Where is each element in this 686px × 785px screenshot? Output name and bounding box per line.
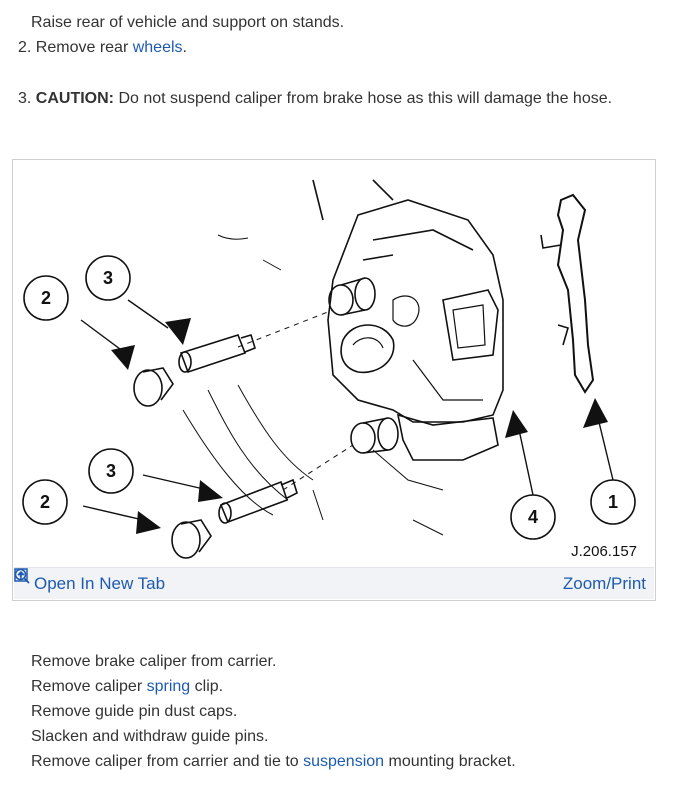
figure-caption: J.206.157 bbox=[571, 543, 637, 560]
callout-label-4: 4 bbox=[528, 507, 538, 527]
callout-label-2-lower: 2 bbox=[40, 492, 50, 512]
callout-label-2-upper: 2 bbox=[41, 288, 51, 308]
callout-label-3-lower: 3 bbox=[106, 461, 116, 481]
step-2-prefix: 2. Remove rear bbox=[18, 39, 133, 56]
step-remove-dust-caps-text: Remove guide pin dust caps. bbox=[31, 703, 238, 720]
step-3-text: 3. CAUTION: Do not suspend caliper from … bbox=[18, 89, 612, 109]
callout-label-1: 1 bbox=[608, 492, 618, 512]
open-in-new-tab-button[interactable]: Open In New Tab bbox=[14, 568, 166, 594]
step-tie-caliper-text: Remove caliper from carrier and tie to s… bbox=[31, 752, 516, 772]
tie-caliper-prefix: Remove caliper from carrier and tie to bbox=[31, 753, 304, 770]
wheels-link[interactable]: wheels bbox=[132, 39, 183, 56]
zoom-print-button[interactable]: Zoom/Print bbox=[14, 568, 646, 594]
step-1-text: Raise rear of vehicle and support on sta… bbox=[31, 14, 345, 31]
callout-circle-3-upper bbox=[85, 255, 131, 301]
open-in-new-tab-label: Open In New Tab bbox=[34, 573, 166, 593]
figure-toolbar: Open In New Tab Zoom/Print bbox=[14, 567, 654, 599]
zoom-print-label: Zoom/Print bbox=[562, 573, 646, 593]
suspension-link[interactable]: suspension bbox=[303, 753, 385, 770]
callout-circle-1 bbox=[590, 479, 636, 525]
caution-text: Do not suspend caliper from brake hose a… bbox=[114, 90, 613, 107]
spring-link[interactable]: spring bbox=[146, 678, 191, 695]
diagram-figure: 3 2 3 2 4 1 J.206.157 Open In New Tab Zo… bbox=[12, 159, 656, 601]
callout-circle-4 bbox=[510, 494, 556, 540]
callout-circle-2-lower bbox=[22, 479, 68, 525]
caution-label: CAUTION: bbox=[35, 90, 115, 107]
callout-circle-3-lower bbox=[88, 448, 134, 494]
spring-clip-prefix: Remove caliper bbox=[31, 678, 147, 695]
callout-circle-2-upper bbox=[23, 275, 69, 321]
callout-label-3-upper: 3 bbox=[103, 268, 113, 288]
step-withdraw-guide-pins-text: Slacken and withdraw guide pins. bbox=[31, 728, 269, 745]
step-remove-caliper-text: Remove brake caliper from carrier. bbox=[31, 653, 277, 670]
step-2-text: 2. Remove rear wheels. bbox=[18, 38, 187, 58]
step-2-suffix: . bbox=[182, 39, 187, 56]
caliper-diagram: 3 2 3 2 4 1 bbox=[22, 179, 636, 559]
step-3-number: 3. bbox=[18, 90, 36, 107]
step-remove-spring-clip-text: Remove caliper spring clip. bbox=[31, 677, 223, 697]
tie-caliper-suffix: mounting bracket. bbox=[384, 753, 516, 770]
spring-clip-suffix: clip. bbox=[190, 678, 224, 695]
